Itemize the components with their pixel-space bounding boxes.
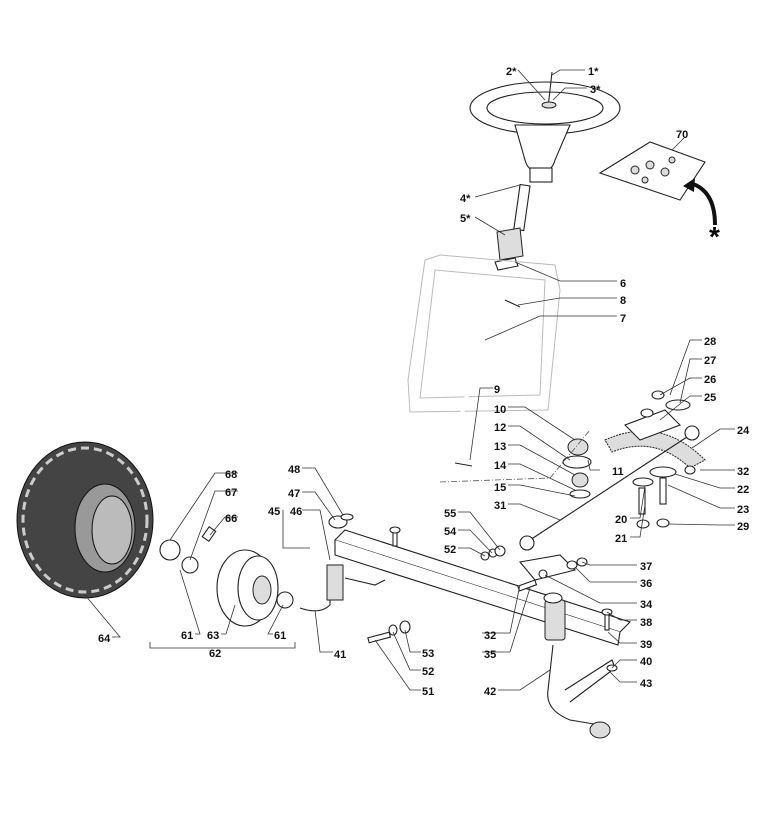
part-label: 23 xyxy=(737,504,749,516)
bolt-1 xyxy=(541,71,557,109)
part-label: 7 xyxy=(620,313,626,325)
part-label: 28 xyxy=(704,336,716,348)
frame-outline xyxy=(407,254,561,413)
front-axle xyxy=(299,513,632,739)
tie-rod xyxy=(519,425,700,551)
part-label: 22 xyxy=(737,484,749,496)
group-bracket-45 xyxy=(282,510,310,549)
part-label: 52 xyxy=(444,544,456,556)
part-label: 70 xyxy=(676,129,688,141)
part-label: 52 xyxy=(422,666,434,678)
part-label: 55 xyxy=(444,508,456,520)
steering-shaft xyxy=(445,289,521,471)
part-label: 35 xyxy=(484,649,496,661)
part-label: 25 xyxy=(704,392,716,404)
part-label: 36 xyxy=(640,578,652,590)
part-label: 40 xyxy=(640,656,652,668)
part-label: 5* xyxy=(460,213,471,225)
part-label: 13 xyxy=(494,441,506,453)
part-label: 41 xyxy=(334,649,346,661)
part-label: 67 xyxy=(225,487,237,499)
wheel-rim xyxy=(159,526,294,627)
part-label: 3* xyxy=(590,84,601,96)
part-label: 11 xyxy=(612,466,624,478)
part-label: 32 xyxy=(484,630,496,642)
part-labels: 1* 2* 3* 70 4* 5* 6 8 7 28 27 26 25 9 10… xyxy=(98,66,750,698)
part-label: 26 xyxy=(704,374,716,386)
part-label: 46 xyxy=(290,506,302,518)
steering-wheel xyxy=(469,81,621,183)
part-label: 32 xyxy=(737,466,749,478)
part-label: 63 xyxy=(207,630,219,642)
part-label: 53 xyxy=(422,648,434,660)
part-label: 51 xyxy=(422,686,434,698)
part-label: 4* xyxy=(460,193,471,205)
sector-gear xyxy=(439,390,706,529)
part-label: 42 xyxy=(484,686,496,698)
hardware-kit-bag: * xyxy=(598,141,720,252)
part-label: 31 xyxy=(494,500,506,512)
part-label: 15 xyxy=(494,482,506,494)
part-label: 66 xyxy=(225,513,237,525)
tire xyxy=(16,441,154,599)
part-label: 61 xyxy=(274,630,286,642)
part-label: 14 xyxy=(494,460,507,472)
part-label: 62 xyxy=(209,648,221,660)
part-label: 61 xyxy=(181,630,193,642)
part-label: 29 xyxy=(737,521,749,533)
leader-lines xyxy=(84,69,735,691)
part-label: 47 xyxy=(288,488,300,500)
part-label: 48 xyxy=(288,464,300,476)
part-label: 24 xyxy=(737,425,750,437)
part-label: 38 xyxy=(640,617,652,629)
asterisk-note: * xyxy=(709,221,720,252)
part-label: 27 xyxy=(704,355,716,367)
part-label: 43 xyxy=(640,678,652,690)
part-label: 20 xyxy=(615,514,627,526)
part-label: 21 xyxy=(615,533,627,545)
part-label: 10 xyxy=(494,404,506,416)
part-label: 6 xyxy=(620,278,626,290)
part-label: 2* xyxy=(506,66,517,78)
part-label: 45 xyxy=(268,506,280,518)
part-label: 39 xyxy=(640,639,652,651)
part-label: 12 xyxy=(494,422,506,434)
part-label: 37 xyxy=(640,561,652,573)
part-label: 1* xyxy=(588,66,599,78)
part-label: 54 xyxy=(444,526,457,538)
part-label: 9 xyxy=(494,384,500,396)
part-label: 68 xyxy=(225,469,237,481)
part-label: 64 xyxy=(98,633,111,645)
part-label: 34 xyxy=(640,599,653,611)
part-label: 8 xyxy=(620,295,626,307)
group-bracket-62 xyxy=(149,642,296,649)
steering-column xyxy=(494,183,531,271)
